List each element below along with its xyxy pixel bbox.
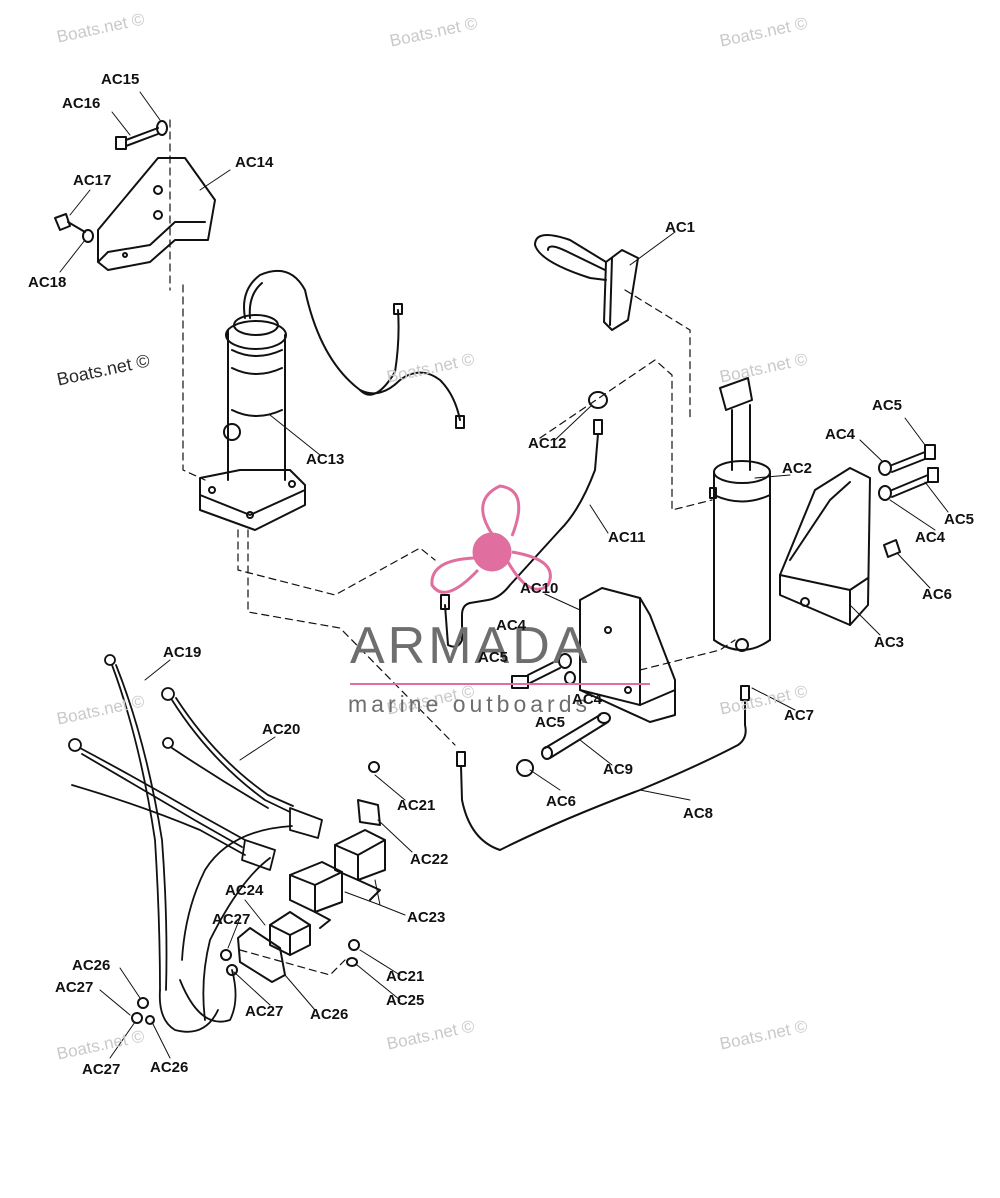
- bolt-ac17: [54, 213, 94, 243]
- part-label-ac9: AC9: [603, 761, 634, 778]
- part-label-ac21: AC21: [397, 797, 436, 814]
- part-label-ac16: AC16: [62, 95, 101, 112]
- hydraulic-line-ac8: [456, 685, 750, 851]
- part-label-ac11: AC11: [608, 529, 646, 546]
- trim-bracket-ac10: [579, 587, 676, 723]
- leader-lines: [59, 91, 949, 1059]
- bolt-ac16: [115, 120, 168, 150]
- part-label-ac23: AC23: [407, 909, 446, 926]
- brand-name: ARMADA: [350, 617, 591, 675]
- brand-tagline: marine outboards: [348, 691, 591, 717]
- part-label-ac25: AC25: [386, 992, 425, 1009]
- part-label-ac8: AC8: [683, 805, 714, 822]
- part-label-ac12: AC12: [528, 435, 567, 452]
- part-label-ac5: AC5: [478, 649, 509, 666]
- bolts-ac5-middle: [511, 653, 576, 689]
- part-label-ac20: AC20: [262, 721, 301, 738]
- alignment-lines: [169, 119, 736, 976]
- part-label-ac15: AC15: [101, 71, 140, 88]
- part-label-ac26: AC26: [150, 1059, 189, 1076]
- part-label-ac5: AC5: [535, 714, 566, 731]
- part-label-ac26: AC26: [310, 1006, 349, 1023]
- part-label-ac26: AC26: [72, 957, 111, 974]
- part-label-ac7: AC7: [784, 707, 815, 724]
- part-label-ac22: AC22: [410, 851, 449, 868]
- brand-divider: [350, 683, 650, 685]
- bolts-ac5-right: [878, 444, 939, 558]
- part-label-ac13: AC13: [306, 451, 345, 468]
- propeller-logo-icon: [430, 484, 552, 594]
- part-label-ac17: AC17: [73, 172, 112, 189]
- part-label-ac27: AC27: [55, 979, 94, 996]
- relay-solenoids-ac22-ac23: [289, 761, 386, 929]
- part-label-ac6: AC6: [922, 586, 953, 603]
- trim-pump-motor-ac13: [199, 270, 465, 531]
- part-label-ac3: AC3: [874, 634, 905, 651]
- part-label-ac1: AC1: [665, 219, 696, 236]
- part-label-ac18: AC18: [28, 274, 67, 291]
- part-label-ac4: AC4: [825, 426, 856, 443]
- pivot-pin-ac9: [516, 712, 611, 777]
- part-label-ac14: AC14: [235, 154, 274, 171]
- part-label-ac5: AC5: [872, 397, 903, 414]
- part-label-ac27: AC27: [245, 1003, 284, 1020]
- hydraulic-line-ac11: [440, 391, 608, 648]
- part-label-ac27: AC27: [212, 911, 251, 928]
- part-label-ac5: AC5: [944, 511, 975, 528]
- part-label-ac24: AC24: [225, 882, 264, 899]
- wiring-harness-ac19-ac20: [68, 654, 323, 1033]
- part-label-ac21: AC21: [386, 968, 425, 985]
- hose-clip-ac1: [534, 234, 639, 331]
- part-label-ac6: AC6: [546, 793, 577, 810]
- mounting-bracket-ac14: [97, 157, 216, 271]
- part-label-ac27: AC27: [82, 1061, 121, 1078]
- trim-bracket-ac3: [779, 467, 871, 626]
- part-label-ac4: AC4: [915, 529, 946, 546]
- part-label-ac19: AC19: [163, 644, 202, 661]
- part-label-ac2: AC2: [782, 460, 813, 477]
- trim-cylinder-ac2: [709, 377, 771, 652]
- part-label-ac4: AC4: [496, 617, 527, 634]
- part-label-ac10: AC10: [520, 580, 559, 597]
- part-label-ac4: AC4: [572, 691, 603, 708]
